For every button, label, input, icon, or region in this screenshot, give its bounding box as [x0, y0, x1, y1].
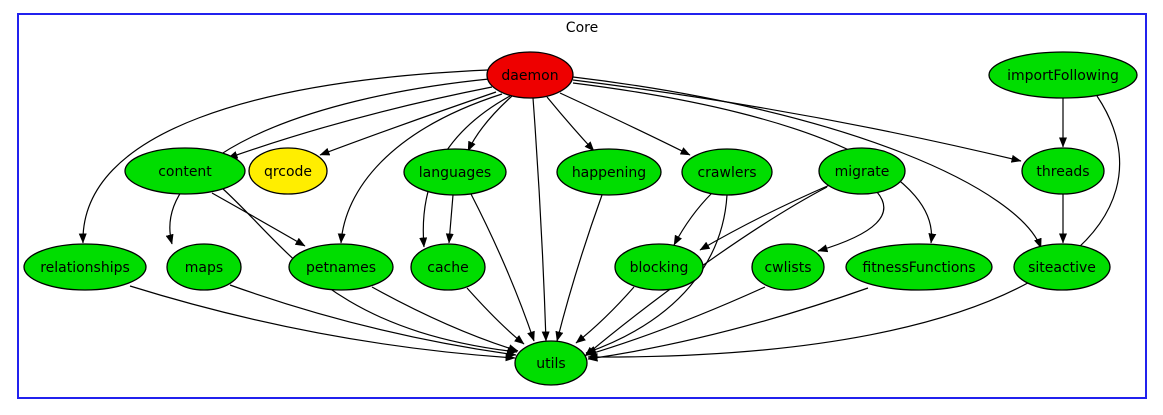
edge-migrate-blocking [699, 183, 833, 251]
node-label-blocking: blocking [630, 260, 689, 276]
edge-crawlers-utils [585, 194, 728, 354]
node-ellipse-importFollowing [988, 51, 1138, 99]
node-relationships: relationships [23, 243, 147, 291]
node-ellipse-content [124, 147, 246, 195]
node-label-petnames: petnames [306, 260, 376, 276]
node-ellipse-qrcode [248, 147, 328, 195]
edge-daemon-siteactive [572, 76, 1042, 249]
node-threads: threads [1021, 147, 1105, 195]
edges-layer [78, 69, 1121, 362]
edge-daemon-petnames [337, 93, 503, 244]
edge-daemon-languages [467, 95, 513, 152]
edge-blocking-utils [575, 286, 635, 344]
edge-daemon-maps [165, 78, 490, 245]
graph-title: Core [566, 20, 598, 36]
edge-daemon-happening [546, 96, 595, 152]
node-ellipse-utils [514, 340, 588, 386]
edge-relationships-utils [129, 285, 516, 362]
node-label-qrcode: qrcode [264, 164, 312, 180]
node-blocking: blocking [614, 243, 704, 291]
node-qrcode: qrcode [248, 147, 328, 195]
node-label-fitnessFunctions: fitnessFunctions [862, 260, 975, 276]
edge-content-petnames [211, 192, 306, 247]
node-label-maps: maps [185, 260, 223, 276]
edge-daemon-utils [532, 97, 550, 342]
edge-crawlers-blocking [673, 192, 713, 246]
edge-languages-cache [445, 194, 454, 244]
node-label-content: content [158, 164, 212, 180]
node-ellipse-cwlists [751, 243, 825, 291]
node-label-importFollowing: importFollowing [1007, 68, 1119, 84]
node-cache: cache [410, 243, 486, 291]
edge-daemon-threads [572, 79, 1022, 163]
node-ellipse-threads [1021, 147, 1105, 195]
node-petnames: petnames [288, 243, 394, 291]
node-siteactive: siteactive [1013, 243, 1111, 291]
node-crawlers: crawlers [681, 148, 773, 196]
node-ellipse-petnames [288, 243, 394, 291]
node-label-siteactive: siteactive [1028, 260, 1096, 276]
node-ellipse-happening [556, 148, 662, 196]
node-ellipse-relationships [23, 243, 147, 291]
node-ellipse-fitnessFunctions [845, 243, 993, 291]
node-importFollowing: importFollowing [988, 51, 1138, 99]
edge-daemon-crawlers [559, 92, 691, 156]
node-label-languages: languages [419, 165, 491, 181]
node-label-crawlers: crawlers [697, 165, 756, 181]
edge-daemon-qrcode [319, 91, 497, 156]
node-ellipse-daemon [486, 51, 574, 99]
edge-daemon-content [227, 86, 493, 159]
node-label-cwlists: cwlists [764, 260, 811, 276]
edge-fitnessFunctions-utils [587, 287, 869, 362]
node-ellipse-cache [410, 243, 486, 291]
node-migrate: migrate [818, 147, 906, 195]
edge-languages-utils [470, 193, 535, 342]
node-ellipse-languages [403, 148, 507, 196]
edge-daemon-relationships [78, 69, 489, 244]
edge-cwlists-utils [586, 286, 766, 357]
node-fitnessFunctions: fitnessFunctions [845, 243, 993, 291]
node-label-relationships: relationships [40, 260, 130, 276]
graph-border [17, 13, 1147, 399]
node-content: content [124, 147, 246, 195]
node-cwlists: cwlists [751, 243, 825, 291]
edge-maps-utils [229, 284, 517, 358]
node-ellipse-maps [166, 243, 242, 291]
edge-cache-utils [466, 287, 525, 345]
node-happening: happening [556, 148, 662, 196]
node-label-threads: threads [1036, 164, 1089, 180]
node-label-migrate: migrate [835, 164, 890, 180]
edge-petnames-utils [371, 286, 519, 353]
node-utils: utils [514, 340, 588, 386]
node-label-utils: utils [536, 356, 565, 372]
node-label-happening: happening [572, 165, 646, 181]
node-ellipse-crawlers [681, 148, 773, 196]
node-maps: maps [166, 243, 242, 291]
edge-happening-utils [555, 194, 603, 342]
node-label-daemon: daemon [501, 68, 558, 84]
node-ellipse-migrate [818, 147, 906, 195]
node-ellipse-siteactive [1013, 243, 1111, 291]
node-ellipse-blocking [614, 243, 704, 291]
edge-migrate-cwlists [817, 191, 885, 253]
node-languages: languages [403, 148, 507, 196]
node-daemon: daemon [486, 51, 574, 99]
node-label-cache: cache [427, 260, 468, 276]
